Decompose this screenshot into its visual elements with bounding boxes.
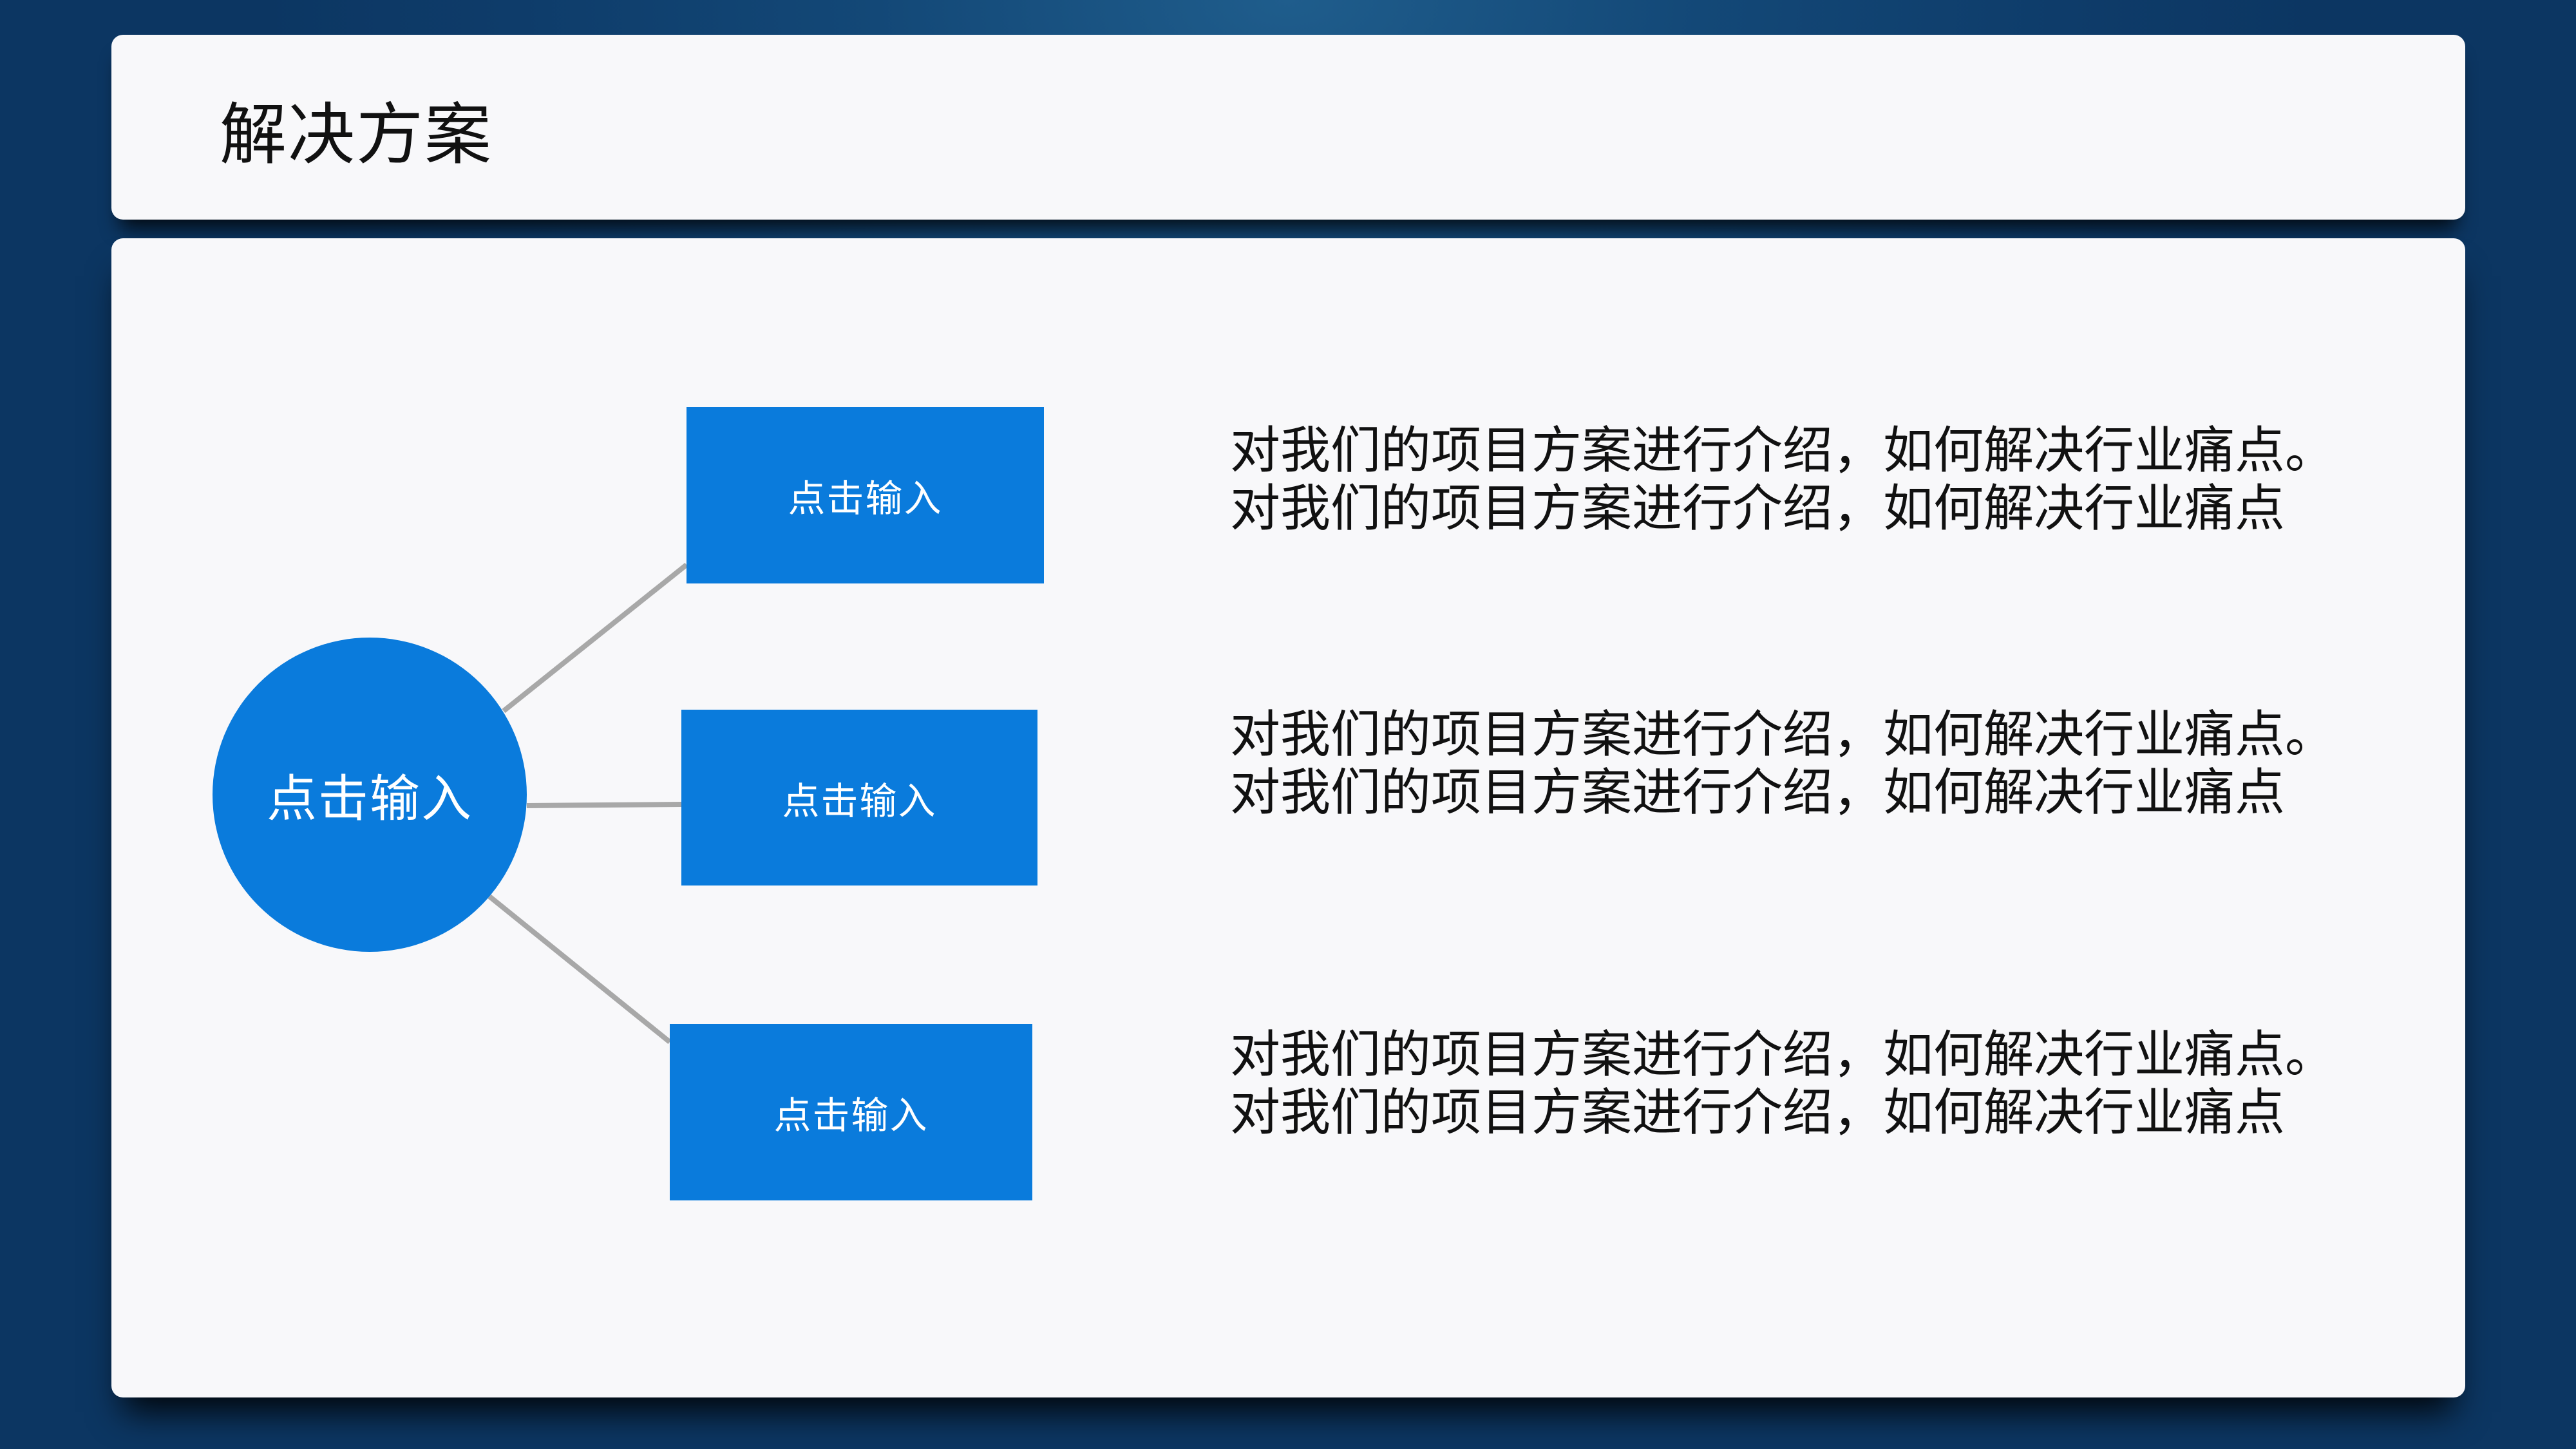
branch-box-3[interactable]: 点击输入: [670, 1024, 1032, 1200]
branch-description-2[interactable]: 对我们的项目方案进行介绍，如何解决行业痛点。 对我们的项目方案进行介绍，如何解决…: [1230, 706, 2335, 822]
branch-box-label: 点击输入: [773, 1094, 929, 1137]
hub-circle[interactable]: 点击输入: [213, 638, 527, 952]
branch-box-label: 点击输入: [788, 477, 943, 520]
branch-box-label: 点击输入: [782, 779, 937, 823]
description-line: 对我们的项目方案进行介绍，如何解决行业痛点: [1230, 1084, 2286, 1142]
branch-description-1[interactable]: 对我们的项目方案进行介绍，如何解决行业痛点。 对我们的项目方案进行介绍，如何解决…: [1230, 422, 2335, 538]
header-panel: 解决方案: [111, 35, 2465, 220]
slide-title[interactable]: 解决方案: [220, 95, 493, 174]
description-line: 对我们的项目方案进行介绍，如何解决行业痛点。: [1230, 706, 2336, 764]
description-line: 对我们的项目方案进行介绍，如何解决行业痛点。: [1230, 422, 2336, 480]
branch-box-1[interactable]: 点击输入: [687, 407, 1044, 583]
branch-description-3[interactable]: 对我们的项目方案进行介绍，如何解决行业痛点。 对我们的项目方案进行介绍，如何解决…: [1230, 1026, 2335, 1142]
branch-box-2[interactable]: 点击输入: [681, 710, 1037, 886]
hub-label: 点击输入: [266, 770, 473, 828]
description-line: 对我们的项目方案进行介绍，如何解决行业痛点。: [1230, 1026, 2336, 1084]
description-line: 对我们的项目方案进行介绍，如何解决行业痛点: [1230, 480, 2286, 538]
description-line: 对我们的项目方案进行介绍，如何解决行业痛点: [1230, 764, 2286, 822]
